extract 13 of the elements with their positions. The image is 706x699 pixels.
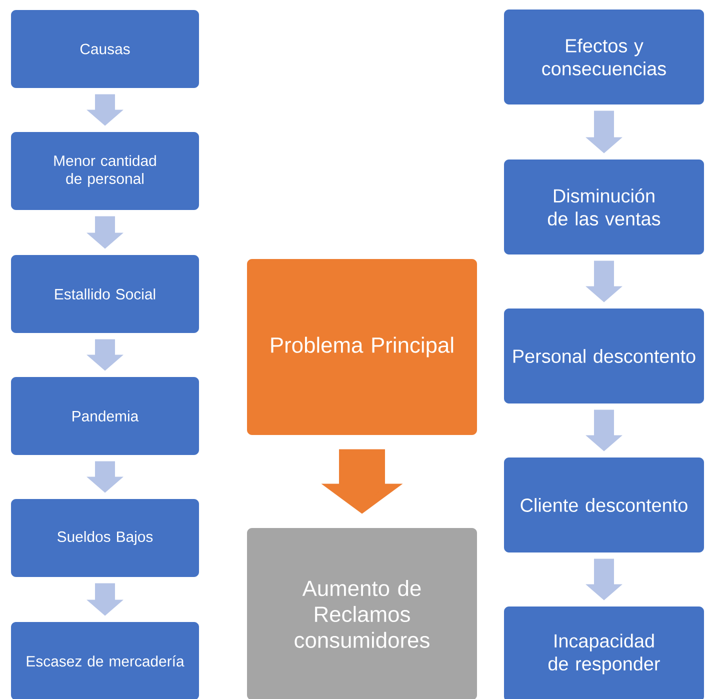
process-box: Pandemia (11, 377, 199, 455)
process-box: Efectos y consecuencias (504, 10, 704, 104)
process-box: Cliente descontento (504, 458, 704, 552)
process-box: Disminución de las ventas (504, 160, 704, 254)
process-box: Sueldos Bajos (11, 499, 199, 577)
process-box: Aumento de Reclamos consumidores (247, 528, 477, 699)
process-box: Causas (11, 10, 199, 88)
process-box: Escasez de mercadería (11, 622, 199, 699)
process-box: Estallido Social (11, 255, 199, 333)
process-box: Problema Principal (247, 259, 477, 435)
process-box: Incapacidad de responder (504, 606, 704, 699)
process-box: Menor cantidad de personal (11, 132, 199, 210)
process-box: Personal descontento (504, 308, 704, 404)
